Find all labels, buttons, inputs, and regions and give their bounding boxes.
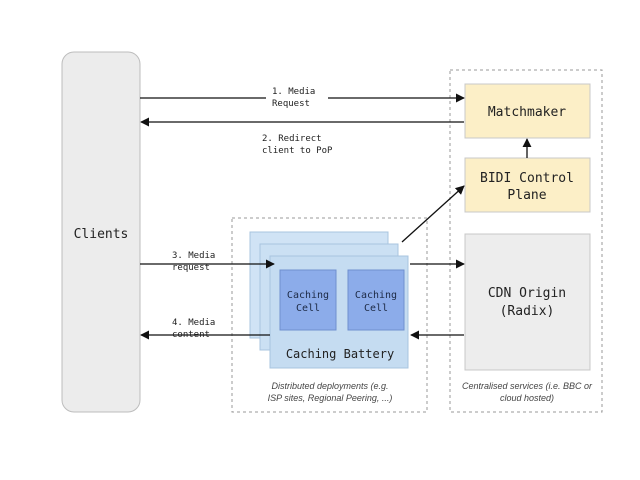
step1-label-line2: Request: [272, 99, 310, 109]
centralised-services-group: [449, 69, 603, 413]
caching-cell-1: [279, 269, 337, 331]
cdn-origin-line2: (Radix): [500, 304, 555, 319]
bidi-label-line1: BIDI Control: [480, 171, 574, 186]
clients-label: Clients: [74, 227, 129, 242]
step3-label-line2: request: [172, 263, 210, 273]
distributed-caption-line1: Distributed deployments (e.g.: [271, 381, 388, 391]
step1-label-bg: [266, 84, 328, 110]
bidi-label-line2: Plane: [507, 188, 546, 203]
step1-label-line1: 1. Media: [272, 87, 315, 97]
matchmaker-label: Matchmaker: [488, 105, 566, 120]
step4-label-line1: 4. Media: [172, 318, 215, 328]
caching-cell-2-line2: Cell: [364, 303, 388, 314]
caching-cell-2: [347, 269, 405, 331]
step2-label-line1: 2. Redirect: [262, 134, 322, 144]
step4-label-line2: content: [172, 330, 210, 340]
distributed-caption-line2: ISP sites, Regional Peering, ...): [268, 393, 393, 403]
bidi-control-plane-node: [464, 157, 591, 213]
centralised-caption-line2: cloud hosted): [500, 393, 554, 403]
arrow-battery-to-bidi: [401, 185, 465, 243]
caching-cell-1-line1: Caching: [287, 290, 329, 301]
step3-label-line1: 3. Media: [172, 251, 215, 261]
caching-battery-label: Caching Battery: [286, 347, 394, 361]
caching-cell-2-line1: Caching: [355, 290, 397, 301]
step2-label-line2: client to PoP: [262, 146, 333, 156]
matchmaker-node: [464, 83, 591, 139]
cdn-origin-node: [464, 233, 591, 371]
caching-cell-1-line2: Cell: [296, 303, 320, 314]
clients-node: [61, 51, 141, 413]
cdn-origin-line1: CDN Origin: [488, 286, 566, 301]
distributed-deployments-group: [231, 217, 428, 413]
centralised-caption-line1: Centralised services (i.e. BBC or: [462, 381, 593, 391]
